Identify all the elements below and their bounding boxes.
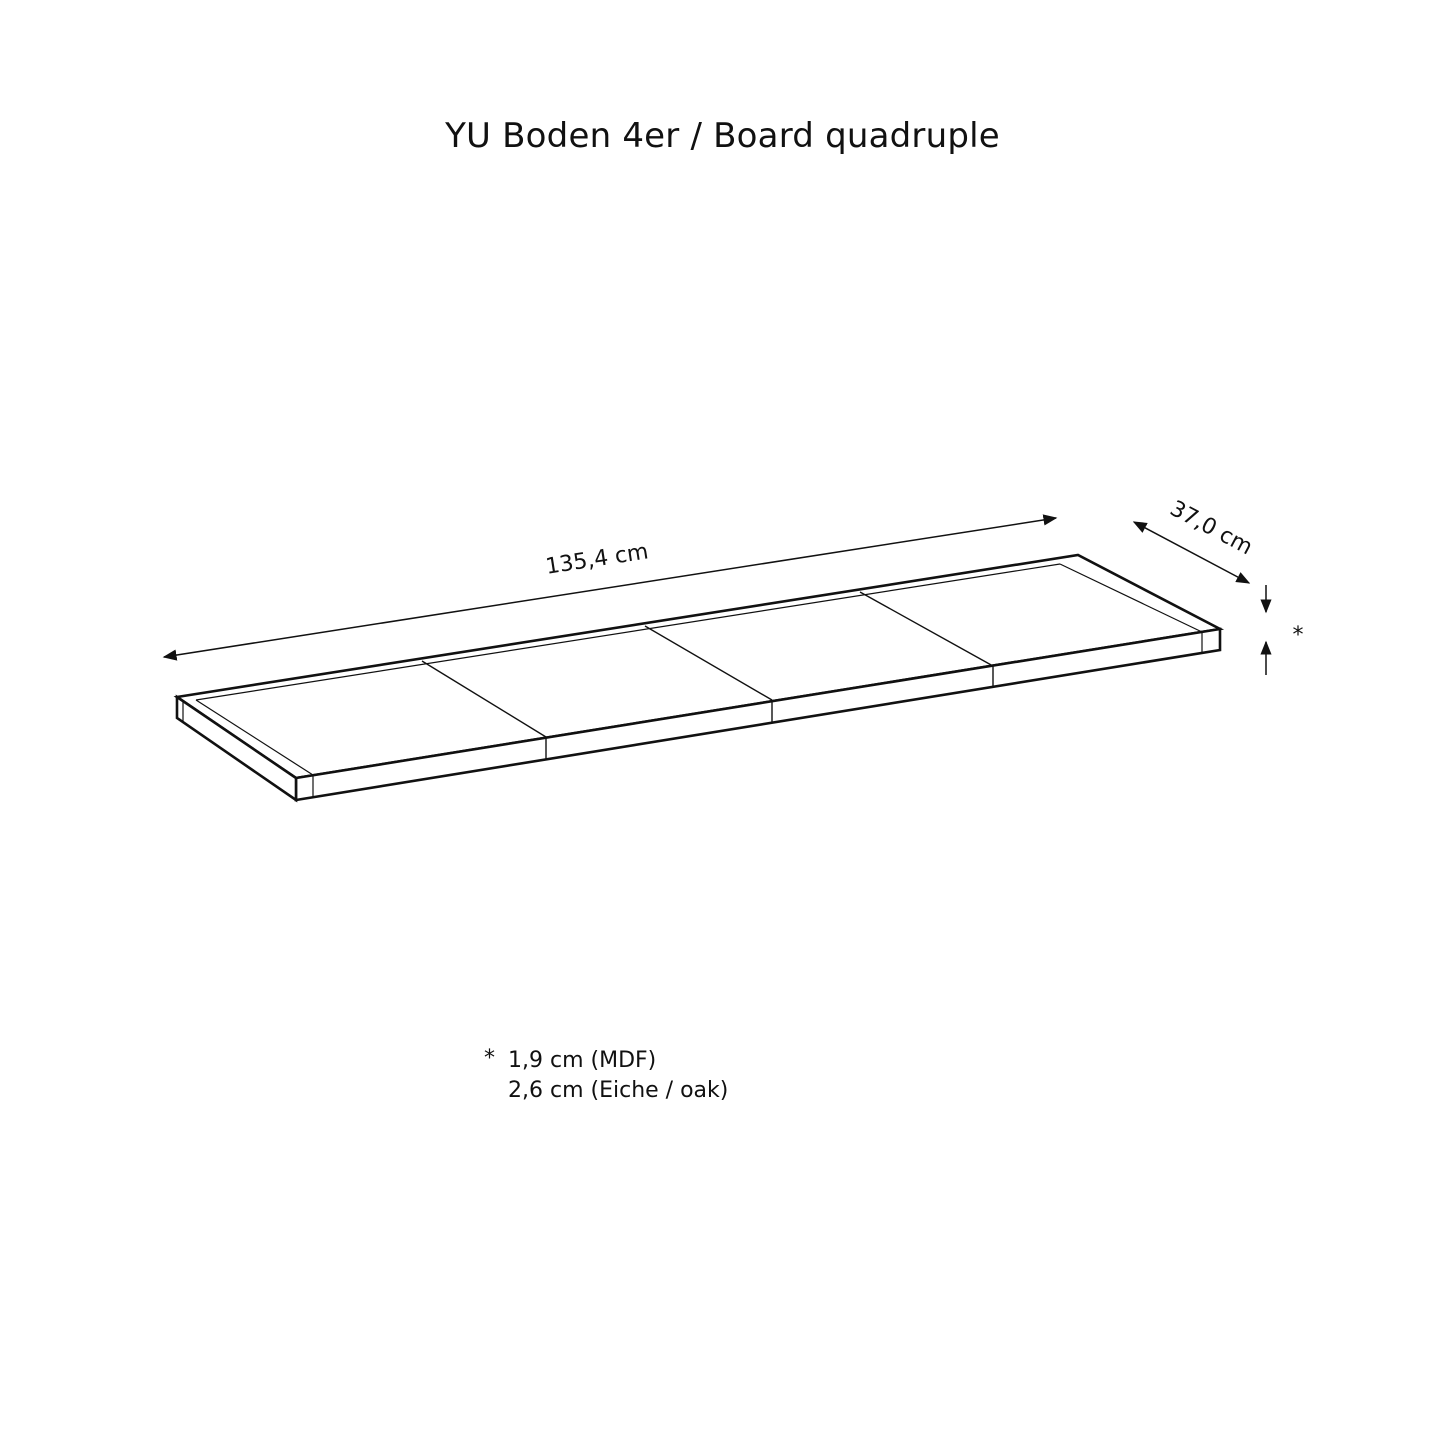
thickness-dimension: * bbox=[1260, 585, 1304, 675]
footnote-marker: * bbox=[484, 1046, 495, 1071]
segment-divider-2 bbox=[644, 625, 773, 701]
board bbox=[173, 553, 1225, 803]
thickness-footnote: * 1,9 cm (MDF) 2,6 cm (Eiche / oak) bbox=[484, 1046, 728, 1106]
footnote-line-oak: 2,6 cm (Eiche / oak) bbox=[508, 1078, 729, 1103]
segment-divider-3 bbox=[859, 591, 994, 667]
thickness-marker: * bbox=[1293, 623, 1304, 648]
footnote-line-mdf: 1,9 cm (MDF) bbox=[508, 1048, 657, 1073]
length-label: 135,4 cm bbox=[544, 539, 650, 580]
segment-divider-1 bbox=[421, 660, 547, 738]
depth-dimension: 37,0 cm bbox=[1132, 496, 1257, 584]
page-title: YU Boden 4er / Board quadruple bbox=[445, 116, 1000, 156]
depth-label: 37,0 cm bbox=[1166, 496, 1257, 560]
